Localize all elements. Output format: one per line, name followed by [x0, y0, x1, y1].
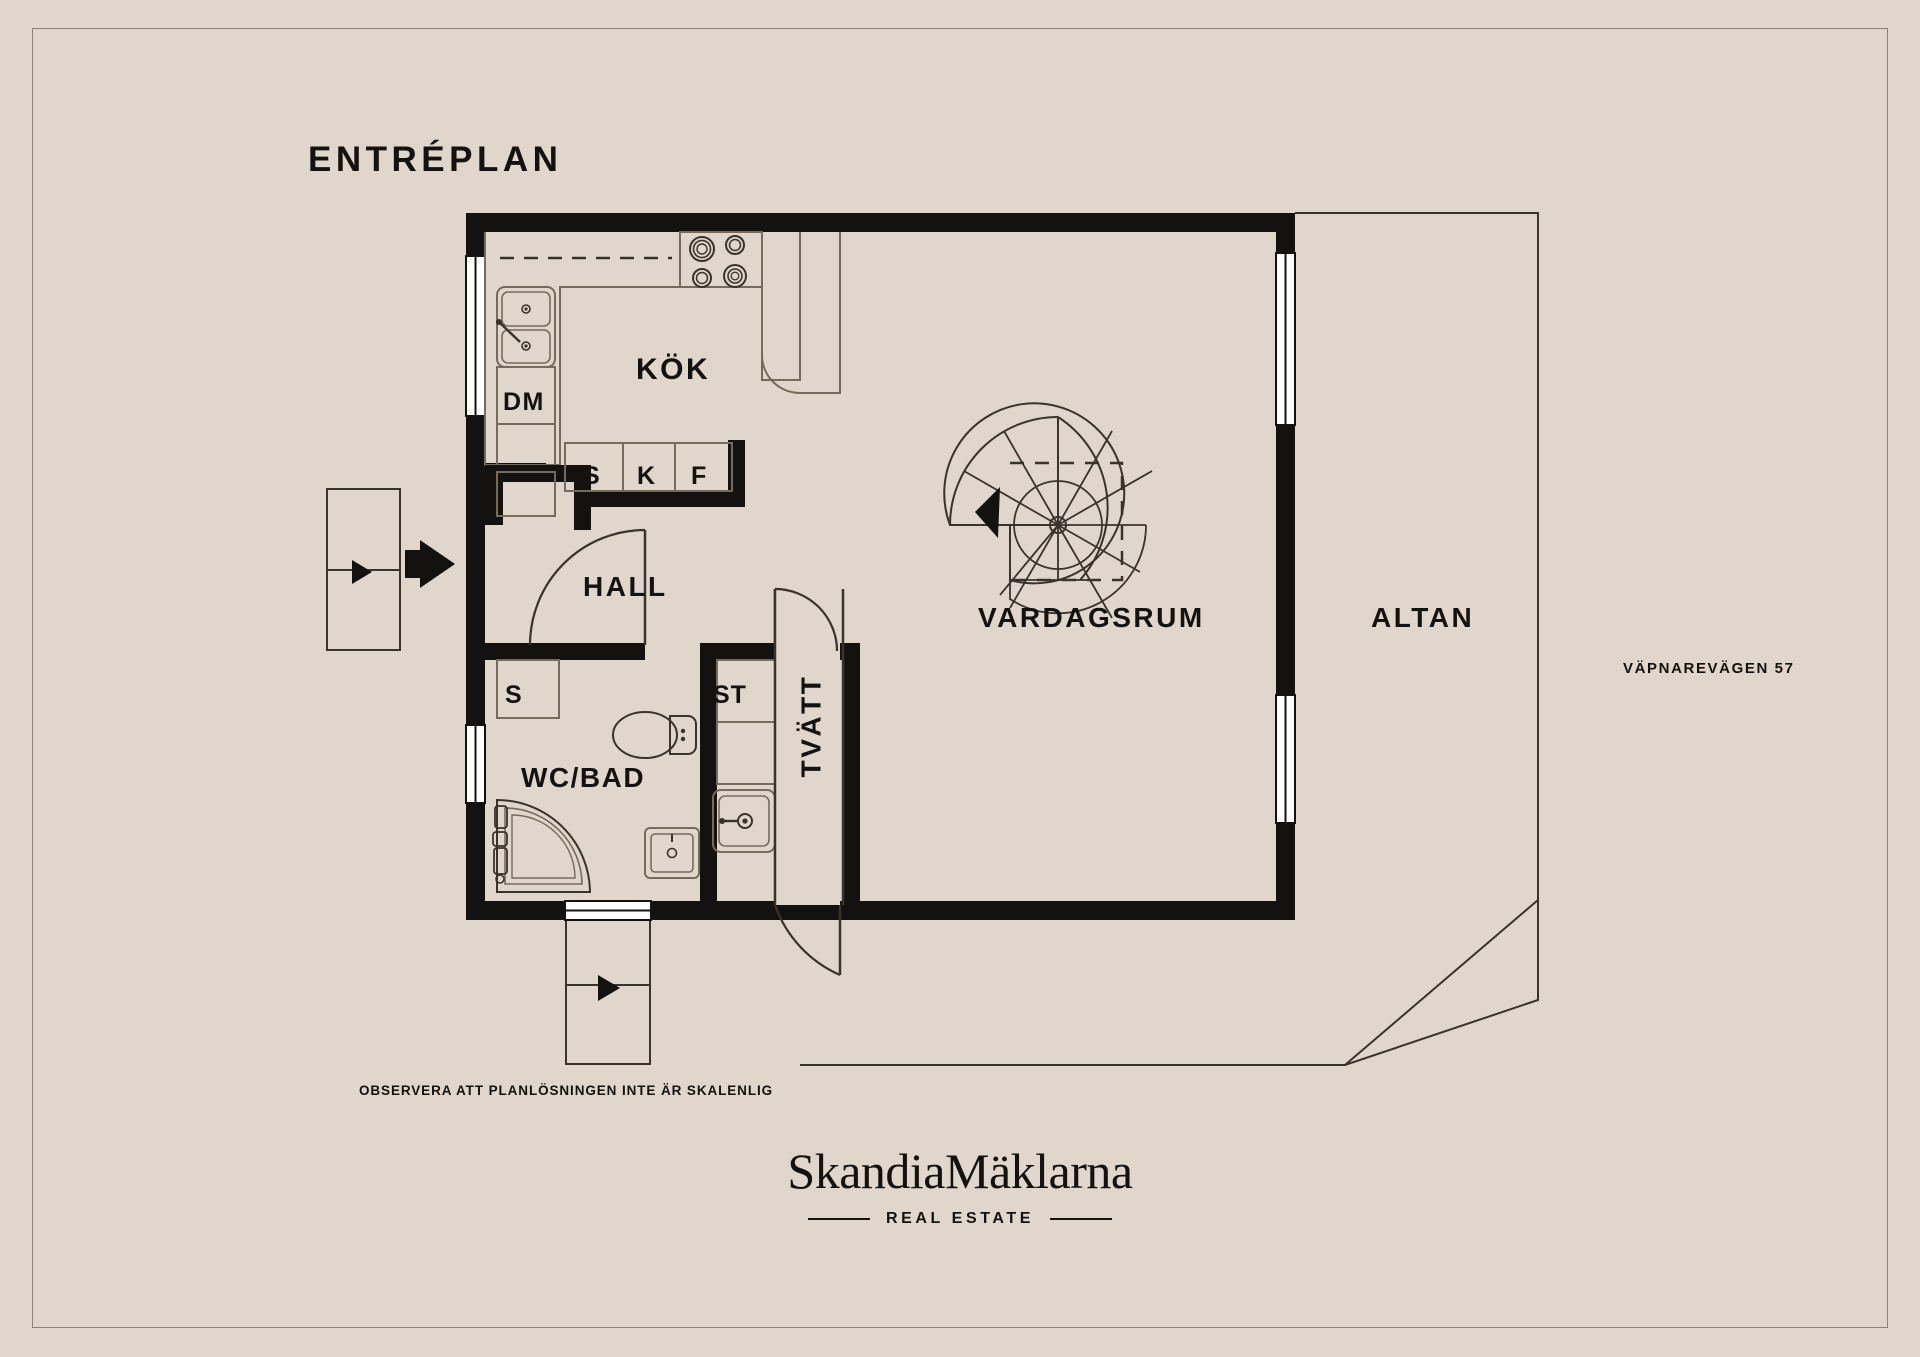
kitchen-island-edge: [761, 232, 841, 394]
fixture-label-st: ST: [713, 681, 747, 709]
entry-stoop-bottom: [565, 920, 651, 1065]
wall-exterior-bottom-a: [466, 901, 565, 920]
wall-interior-tvatt-right: [843, 660, 860, 901]
storage-st-lower: [716, 721, 776, 785]
brand-name: SkandiaMäklarna: [787, 1143, 1133, 1199]
entry-direction-arrow-icon: [420, 540, 455, 588]
laundry-sink-icon: [712, 789, 776, 853]
wall-exterior-right-c: [1276, 605, 1295, 695]
room-label-kok: KÖK: [636, 353, 711, 386]
wall-exterior-top: [466, 213, 1295, 232]
fixture-label-f-kitchen: F: [691, 462, 707, 490]
window-icon-bottom: [564, 900, 652, 921]
entry-arrow-bottom: [598, 975, 620, 1001]
shower-icon: [492, 798, 592, 893]
fixture-label-k-kitchen: K: [637, 462, 656, 490]
wall-exterior-right-d: [1276, 823, 1295, 920]
kitchen-counter-outline: [484, 232, 763, 466]
door-swing-icon-main: [773, 587, 845, 977]
entry-door-panel: [775, 589, 840, 905]
toilet-icon: [612, 711, 697, 759]
kitchen-sink-icon: [496, 286, 556, 368]
wall-exterior-bottom-b: [651, 901, 1295, 920]
wall-exterior-left-b: [466, 416, 485, 525]
wall-kitchen-peninsula-bottom: [574, 490, 744, 507]
address-label: VÄPNAREVÄGEN 57: [1623, 660, 1795, 677]
stove-icon: [679, 231, 763, 288]
wall-exterior-right-a: [1276, 213, 1295, 253]
brand-tagline: REAL ESTATE: [885, 1210, 1035, 1227]
scale-disclaimer: OBSERVERA ATT PLANLÖSNINGEN INTE ÄR SKAL…: [359, 1083, 774, 1098]
fixture-label-s-wcbad: S: [505, 681, 522, 709]
altan-outline: [800, 212, 1539, 1066]
altan-outline-cut: [1344, 899, 1539, 1066]
brand-tagline-row: REAL ESTATE: [0, 1210, 1920, 1228]
entry-stoop-left: [326, 488, 401, 651]
stair-direction-arrow-icon: [975, 487, 1000, 538]
page-title: ENTRÉPLAN: [308, 140, 563, 179]
altan-polygon: [566, 213, 1538, 1064]
wall-exterior-right-b: [1276, 425, 1295, 605]
cabinet-skf-group: [564, 442, 733, 492]
room-label-altan: ALTAN: [1371, 602, 1475, 633]
cabinet-left-small: [496, 471, 556, 517]
wall-exterior-left-a: [466, 213, 485, 256]
window-icon-right-2: [1275, 694, 1296, 824]
fixture-label-s-kitchen: S: [583, 462, 600, 490]
window-icon-left-1: [465, 255, 486, 417]
spiral-staircase-icon: [943, 402, 1153, 619]
tagline-rule-right: [1050, 1218, 1113, 1220]
room-label-tvatt: TVÄTT: [795, 674, 827, 778]
room-label-wcbad: WC/BAD: [521, 762, 646, 793]
wall-interior-hall-wc: [485, 643, 645, 660]
window-icon-right-1: [1275, 252, 1296, 426]
entry-arrow-left-small: [352, 560, 372, 584]
fixture-label-dm: DM: [503, 388, 545, 416]
room-label-hall: HALL: [583, 571, 668, 602]
brand-logo: SkandiaMäklarna REAL ESTATE: [0, 1146, 1920, 1228]
window-icon-left-2: [465, 724, 486, 804]
room-label-vardagsrum: VARDAGSRUM: [978, 602, 1205, 633]
wall-exterior-left-c: [466, 525, 485, 725]
washbasin-icon: [644, 827, 700, 879]
door-swing-icon-wc: [528, 528, 647, 646]
wall-entry-jamb2: [485, 481, 503, 525]
wall-kitchen-peninsula-right: [728, 440, 745, 507]
tagline-rule-left: [807, 1218, 870, 1220]
closet-s-wcbad: [496, 659, 560, 719]
wall-exterior-left-d: [466, 803, 485, 920]
